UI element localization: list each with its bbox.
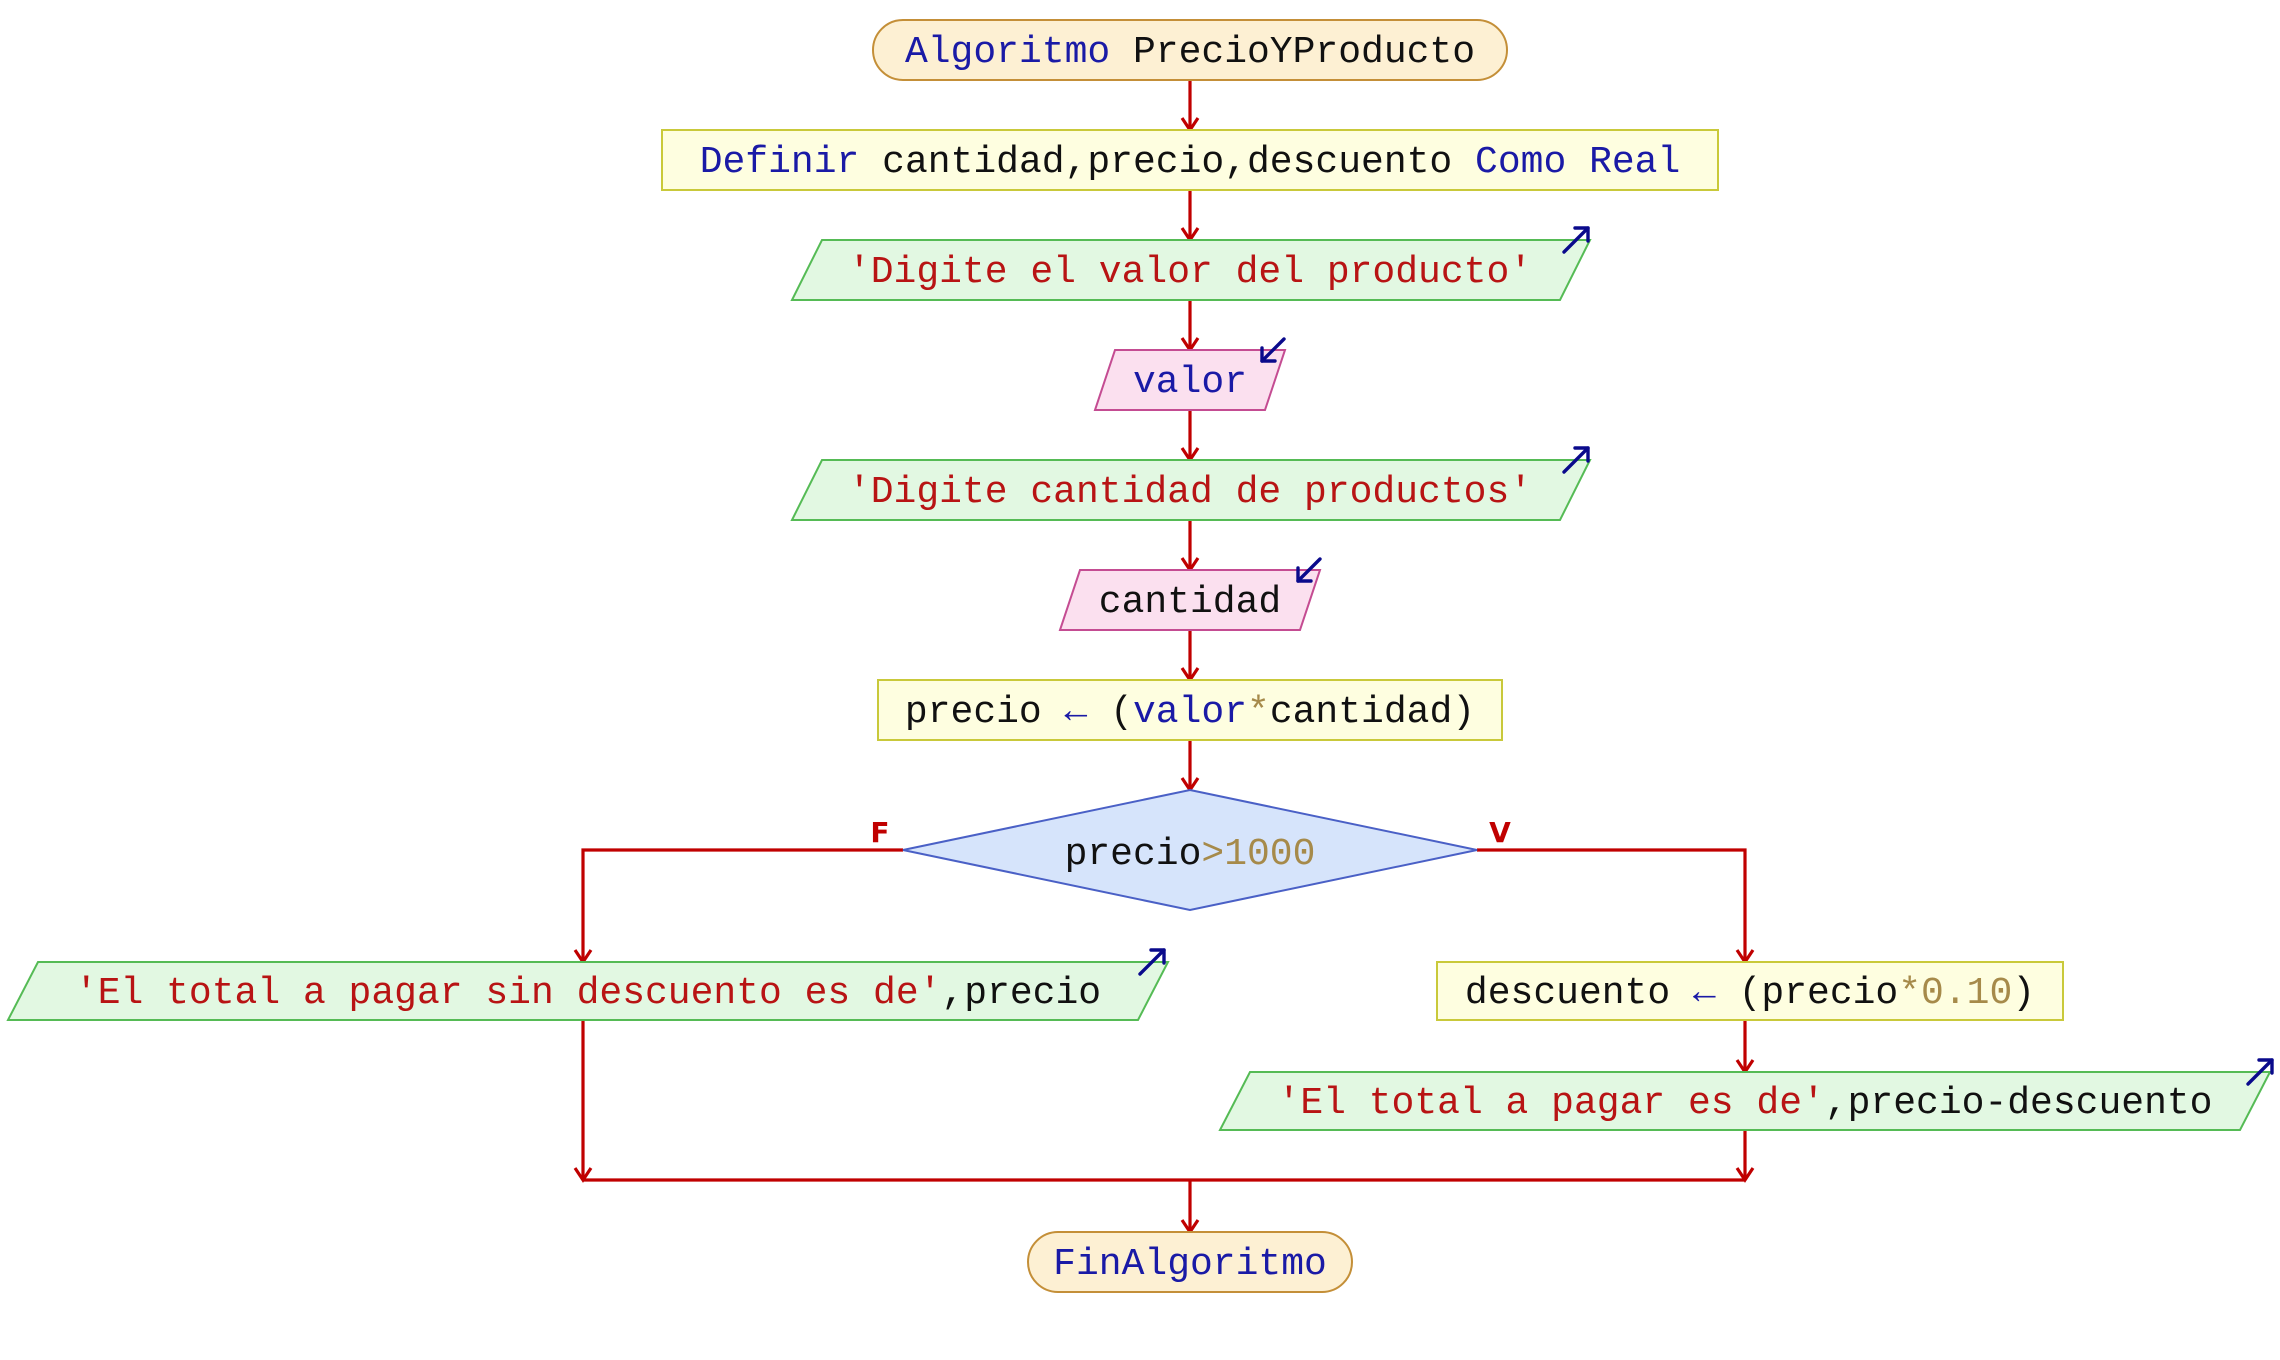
decision-var: precio — [1065, 833, 1202, 876]
connectors — [573, 80, 1755, 1235]
algorithm-name: PrecioYProducto — [1133, 31, 1475, 74]
assign1-operand2: cantidad — [1270, 691, 1452, 734]
input2-var: cantidad — [1099, 581, 1281, 624]
output-false-var: precio — [964, 972, 1101, 1015]
output2-node: 'Digite cantidad de productos' — [790, 446, 1592, 521]
input1-parallelogram — [1093, 349, 1287, 411]
decision-operator: > — [1201, 833, 1224, 876]
end-node: FinAlgoritmo — [1027, 1231, 1353, 1293]
output-true-node: 'El total a pagar es de',precio-descuent… — [1218, 1058, 2274, 1131]
end-text: FinAlgoritmo — [1053, 1243, 1327, 1286]
output-false-node: 'El total a pagar sin descuento es de',p… — [6, 948, 1170, 1021]
assign2-operator: * — [1898, 972, 1921, 1015]
define-vars: cantidad,precio,descuento — [882, 141, 1452, 184]
assign1-operand1: valor — [1133, 691, 1247, 734]
input1-var: valor — [1133, 361, 1247, 404]
input1-text: valor — [1133, 361, 1247, 404]
assign2-operand1: precio — [1761, 972, 1898, 1015]
input2-node: cantidad — [1058, 557, 1322, 631]
output-true-expr: precio-descuento — [1848, 1082, 2213, 1125]
output-arrow-icon — [1562, 446, 1590, 474]
assign2-node: descuento ← (precio*0.10) — [1436, 961, 2064, 1021]
define-node: Definir cantidad,precio,descuento Como R… — [661, 129, 1719, 191]
define-process — [661, 129, 1719, 191]
output-false-string: 'El total a pagar sin descuento es de' — [75, 972, 942, 1015]
output-arrow-icon — [1138, 948, 1166, 976]
assign2-arrow: ← — [1693, 972, 1716, 1015]
define-type: Real — [1589, 141, 1680, 184]
input2-parallelogram — [1058, 569, 1322, 631]
assign1-node: precio ← (valor*cantidad) — [877, 679, 1503, 741]
start-terminal — [872, 19, 1508, 81]
output-false-text: 'El total a pagar sin descuento es de',p… — [75, 972, 1101, 1015]
start-keyword: Algoritmo — [905, 31, 1110, 74]
decision-text: precio>1000 — [1065, 833, 1316, 876]
start-text: Algoritmo PrecioYProducto — [905, 31, 1475, 74]
output-false-parallelogram — [6, 961, 1170, 1021]
input-arrow-icon — [1260, 337, 1286, 363]
output1-parallelogram — [790, 239, 1592, 301]
start-node: Algoritmo PrecioYProducto — [872, 19, 1508, 81]
decision-diamond — [902, 788, 1478, 912]
connector-decision-false — [581, 848, 903, 960]
assign1-process — [877, 679, 1503, 741]
input2-text: cantidad — [1099, 581, 1281, 624]
connector-decision-true — [1477, 848, 1747, 960]
output-true-string: 'El total a pagar es de' — [1278, 1082, 1825, 1125]
true-branch-label: V — [1489, 816, 1511, 849]
end-terminal — [1027, 1231, 1353, 1293]
input-arrow-icon — [1296, 557, 1322, 583]
define-como: Como — [1475, 141, 1566, 184]
output2-text: 'Digite cantidad de productos' — [848, 471, 1532, 514]
output2-string: 'Digite cantidad de productos' — [848, 471, 1532, 514]
assign1-target: precio — [905, 691, 1042, 734]
define-text: Definir cantidad,precio,descuento Como R… — [700, 141, 1681, 184]
assign1-arrow: ← — [1065, 691, 1088, 734]
assign1-operator: * — [1247, 691, 1270, 734]
output2-parallelogram — [790, 459, 1592, 521]
input1-node: valor — [1093, 337, 1287, 411]
false-branch-label: F — [870, 816, 889, 849]
assign2-text: descuento ← (precio*0.10) — [1465, 972, 2035, 1015]
output1-string: 'Digite el valor del producto' — [848, 251, 1532, 294]
output1-text: 'Digite el valor del producto' — [848, 251, 1532, 294]
output-arrow-icon — [1562, 226, 1590, 254]
output-true-text: 'El total a pagar es de',precio-descuent… — [1278, 1082, 2213, 1125]
assign2-process — [1436, 961, 2064, 1021]
assign1-text: precio ← (valor*cantidad) — [905, 691, 1475, 734]
define-keyword: Definir — [700, 141, 860, 184]
output1-node: 'Digite el valor del producto' — [790, 226, 1592, 301]
assign2-target: descuento — [1465, 972, 1670, 1015]
output-arrow-icon — [2246, 1058, 2274, 1086]
output-true-parallelogram — [1218, 1071, 2272, 1131]
end-keyword: FinAlgoritmo — [1053, 1243, 1327, 1286]
decision-node: precio>1000 F V — [870, 788, 1511, 912]
decision-value: 1000 — [1224, 833, 1315, 876]
assign2-value: 0.10 — [1921, 972, 2012, 1015]
